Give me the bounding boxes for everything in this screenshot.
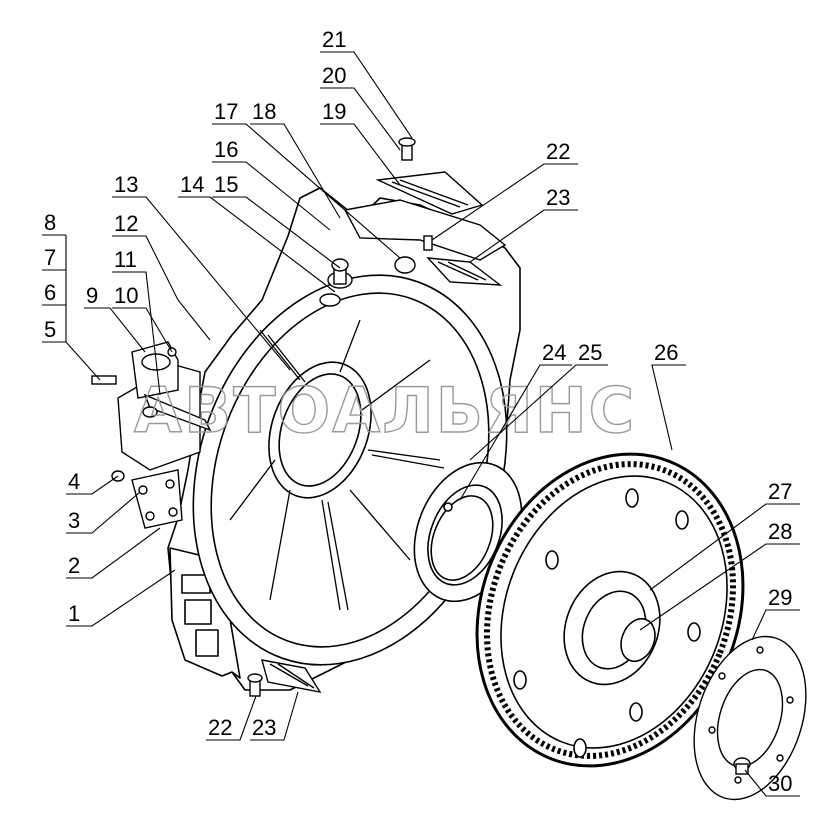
callout-9: 9 <box>86 283 98 308</box>
callout-25: 25 <box>578 340 602 365</box>
callout-19: 19 <box>322 99 346 124</box>
bottom-plate <box>247 659 322 697</box>
callout-28: 28 <box>768 519 792 544</box>
callout-27: 27 <box>768 479 792 504</box>
callout-20: 20 <box>322 63 346 88</box>
callout-7: 7 <box>44 245 56 270</box>
callout-2: 2 <box>68 553 80 578</box>
callout-24: 24 <box>542 340 566 365</box>
callout-8: 8 <box>44 210 56 235</box>
callout-10: 10 <box>114 283 138 308</box>
callout-30: 30 <box>768 771 792 796</box>
callout-15: 15 <box>214 172 238 197</box>
top-cover-plates <box>375 137 503 286</box>
callout-labels: 1 2 3 4 5 6 7 8 9 10 11 12 13 14 15 16 1… <box>44 27 792 796</box>
flywheel <box>475 452 745 768</box>
callout-17: 17 <box>214 99 238 124</box>
callout-29: 29 <box>768 585 792 610</box>
watermark-text: АВТОАЛЬЯНС <box>134 374 636 447</box>
callout-12: 12 <box>114 211 138 236</box>
leader-lines <box>42 51 800 797</box>
cover-plate <box>111 469 183 529</box>
callout-23-top: 23 <box>546 185 570 210</box>
retainer-ring <box>693 635 807 801</box>
callout-23-bottom: 23 <box>252 715 276 740</box>
side-bracket <box>91 341 212 471</box>
callout-16: 16 <box>214 137 238 162</box>
callout-3: 3 <box>68 508 80 533</box>
housing-ribs <box>229 319 445 611</box>
callout-22-bottom: 22 <box>208 715 232 740</box>
callout-21: 21 <box>322 27 346 52</box>
callout-4: 4 <box>68 469 80 494</box>
callout-14: 14 <box>180 172 204 197</box>
callout-26: 26 <box>654 340 678 365</box>
top-bracket <box>319 199 507 307</box>
callout-1: 1 <box>68 601 80 626</box>
callout-11: 11 <box>114 247 137 272</box>
callout-6: 6 <box>44 280 56 305</box>
callout-22-top: 22 <box>546 139 570 164</box>
callout-13: 13 <box>114 172 138 197</box>
callout-5: 5 <box>44 317 56 342</box>
callout-18: 18 <box>252 99 276 124</box>
